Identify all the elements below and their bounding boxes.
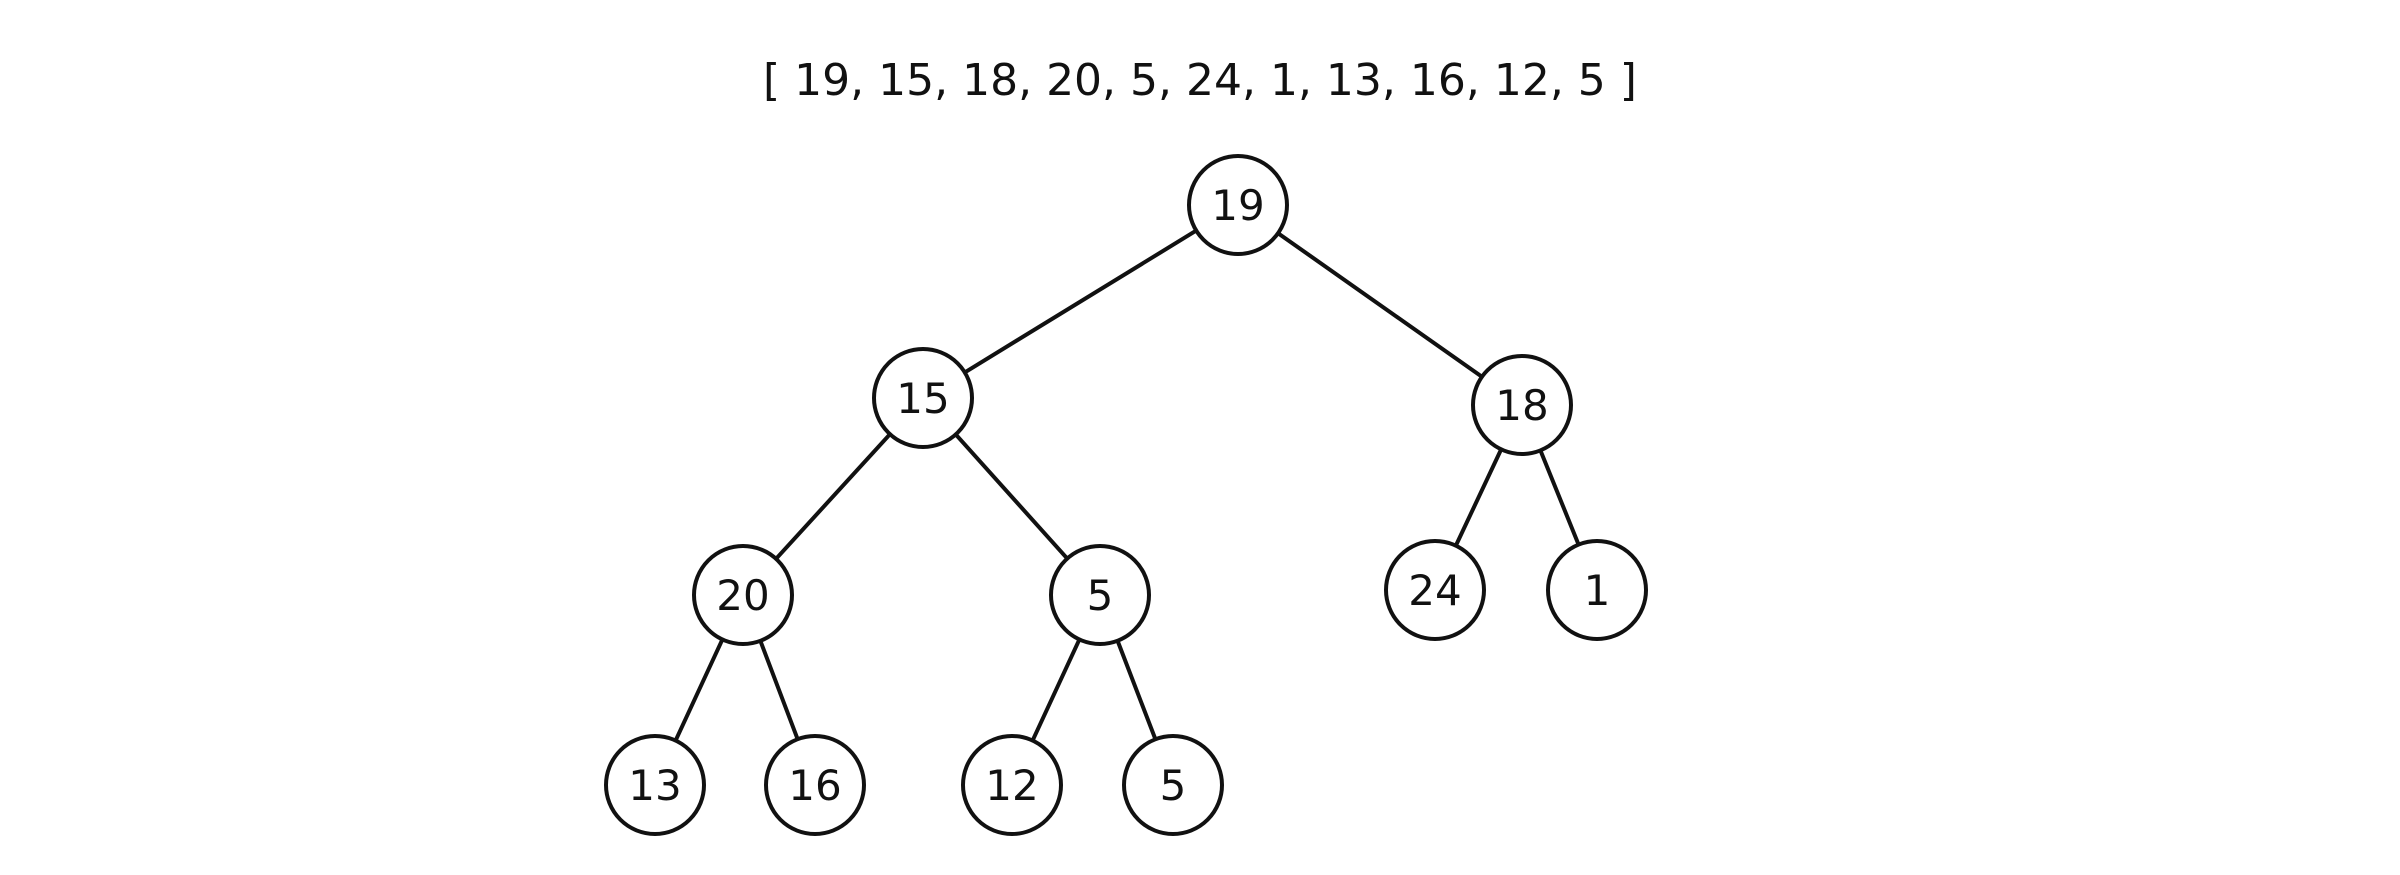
tree-node-circle (961, 734, 1063, 836)
tree-node-value: 16 (788, 761, 841, 810)
tree-node-circle (764, 734, 866, 836)
tree-edge (953, 432, 1070, 561)
tree-edge (1030, 637, 1082, 743)
tree-node-circle (1384, 539, 1486, 641)
tree-node-value: 5 (1087, 571, 1114, 620)
tree-node-circle (1546, 539, 1648, 641)
tree-edge (1115, 638, 1158, 742)
tree-node: 15 (872, 347, 974, 449)
tree-node: 19 (1187, 154, 1289, 256)
tree-node: 12 (961, 734, 1063, 836)
tree-node-value: 1 (1584, 566, 1611, 615)
tree-edge (774, 432, 892, 561)
tree-node: 24 (1384, 539, 1486, 641)
tree-edge (673, 637, 725, 743)
tree-edge (1276, 231, 1484, 379)
tree-node-value: 19 (1211, 181, 1264, 230)
tree-node-circle (692, 544, 794, 646)
tree-node-circle (872, 347, 974, 449)
tree-node-value: 5 (1160, 761, 1187, 810)
tree-node-circle (604, 734, 706, 836)
tree-node-value: 15 (896, 374, 949, 423)
tree-node: 5 (1122, 734, 1224, 836)
tree-node-circle (1049, 544, 1151, 646)
tree-edge (1453, 447, 1504, 548)
tree-node-value: 20 (716, 571, 769, 620)
tree-node: 1 (1546, 539, 1648, 641)
tree-node-value: 24 (1408, 566, 1461, 615)
tree-node: 20 (692, 544, 794, 646)
tree-edges (673, 228, 1581, 743)
tree-node: 18 (1471, 354, 1573, 456)
tree-node-circle (1122, 734, 1224, 836)
tree-node-circle (1187, 154, 1289, 256)
tree-node-value: 18 (1495, 381, 1548, 430)
tree-node-value: 12 (985, 761, 1038, 810)
tree-node: 13 (604, 734, 706, 836)
tree-node-circle (1471, 354, 1573, 456)
tree-edge (1538, 448, 1581, 547)
tree-node: 5 (1049, 544, 1151, 646)
array-label: [ 19, 15, 18, 20, 5, 24, 1, 13, 16, 12, … (763, 55, 1637, 106)
tree-node-value: 13 (628, 761, 681, 810)
tree-edge (758, 638, 800, 742)
tree-edge (962, 228, 1199, 375)
tree-nodes: 19 15 18 20 5 24 1 13 16 12 5 (604, 154, 1648, 836)
tree-node: 16 (764, 734, 866, 836)
